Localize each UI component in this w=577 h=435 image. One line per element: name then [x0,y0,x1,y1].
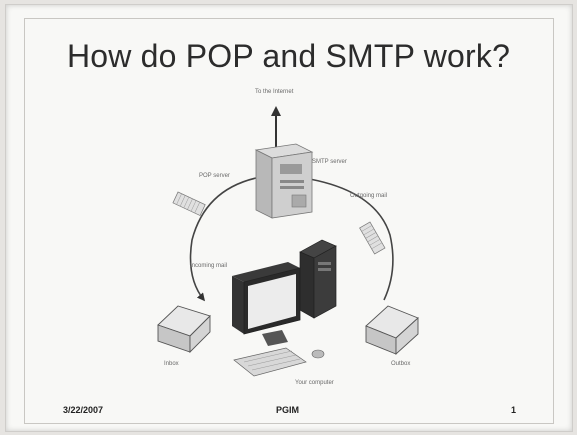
slide-border [24,18,554,424]
inbox-tray-icon [157,305,211,354]
incoming-mail-envelopes-icon [172,191,206,217]
incoming-arrow [189,177,257,302]
slide-title: How do POP and SMTP work? [66,38,511,74]
computer-icon [232,239,337,377]
footer-date: 3/22/2007 [63,405,104,415]
inbox-label: Inbox [164,361,179,367]
slide-number: 1 [511,405,517,415]
outgoing-mail-label: Outgoing mail [350,193,388,199]
outbox-label: Outbox [391,361,411,367]
incoming-mail-label: Incoming mail [190,263,228,269]
your-computer-label: Your computer [295,380,334,386]
outgoing-arrow [302,175,394,301]
pop-server-label: POP server [199,173,230,179]
outgoing-mail-envelopes-icon [359,221,386,255]
smtp-server-label: SMTP server [312,159,347,165]
footer-center: PGIM [276,405,300,415]
to-internet-label: To the Internet [255,89,294,95]
server-icon [254,143,314,219]
outbox-tray-icon [365,305,419,356]
